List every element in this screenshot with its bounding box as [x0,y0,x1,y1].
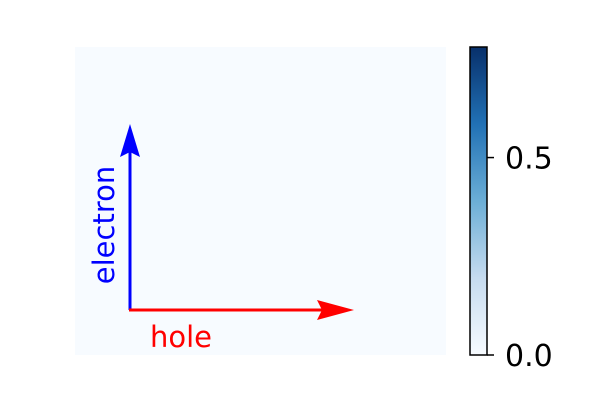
colorbar-tick-label-1: 0.5 [505,142,553,177]
colorbar [469,46,488,356]
hole-arrow-head [317,300,354,320]
electron-label: electron [87,166,121,284]
electron-arrow [120,124,140,310]
electron-arrow-head [120,124,140,157]
hole-arrow [129,300,354,320]
heatmap-cell [75,47,446,355]
colorbar-ticks: 0.0 0.5 [487,142,553,374]
colorbar-tick-label-0: 0.0 [505,339,553,374]
hole-label: hole [150,320,212,354]
